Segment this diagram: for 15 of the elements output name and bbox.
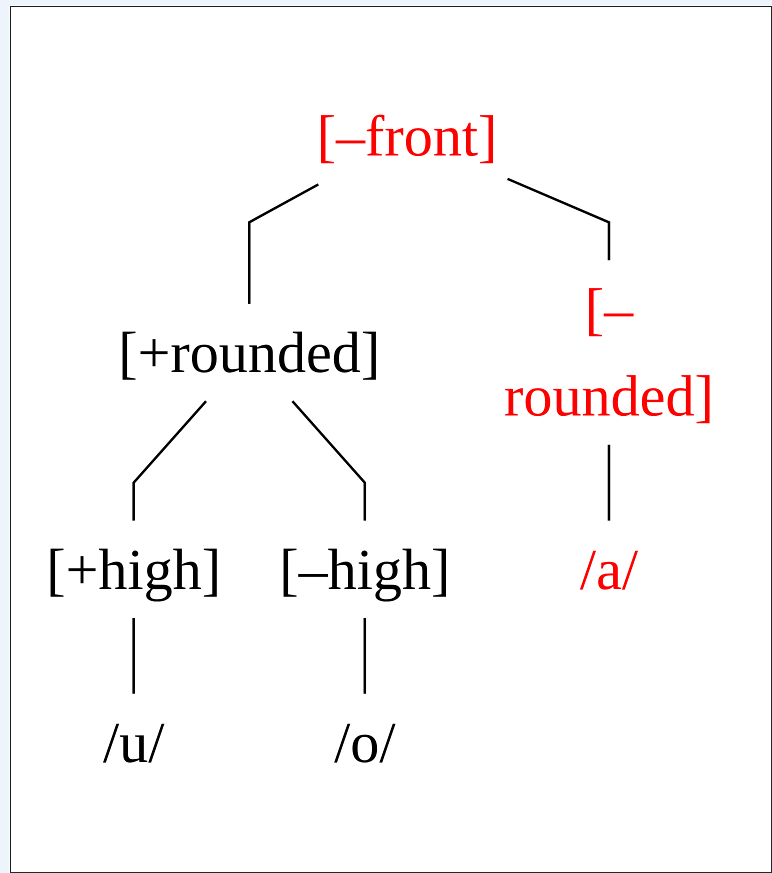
connector <box>608 445 610 521</box>
connector <box>132 400 208 521</box>
node-text: [+rounded] <box>118 320 380 386</box>
connector <box>248 184 320 304</box>
node-text: [–high] <box>279 537 451 602</box>
node-text: /u/ <box>103 710 165 776</box>
node-text: /o/ <box>334 710 396 776</box>
connector <box>364 618 366 694</box>
connector <box>507 178 610 261</box>
node-text: [–rounded] <box>504 277 714 429</box>
node-text: [–front] <box>316 104 498 168</box>
connector <box>292 400 366 521</box>
connector <box>132 618 136 694</box>
node-text: [+high] <box>46 537 222 602</box>
node-text: /a/ <box>580 537 638 602</box>
